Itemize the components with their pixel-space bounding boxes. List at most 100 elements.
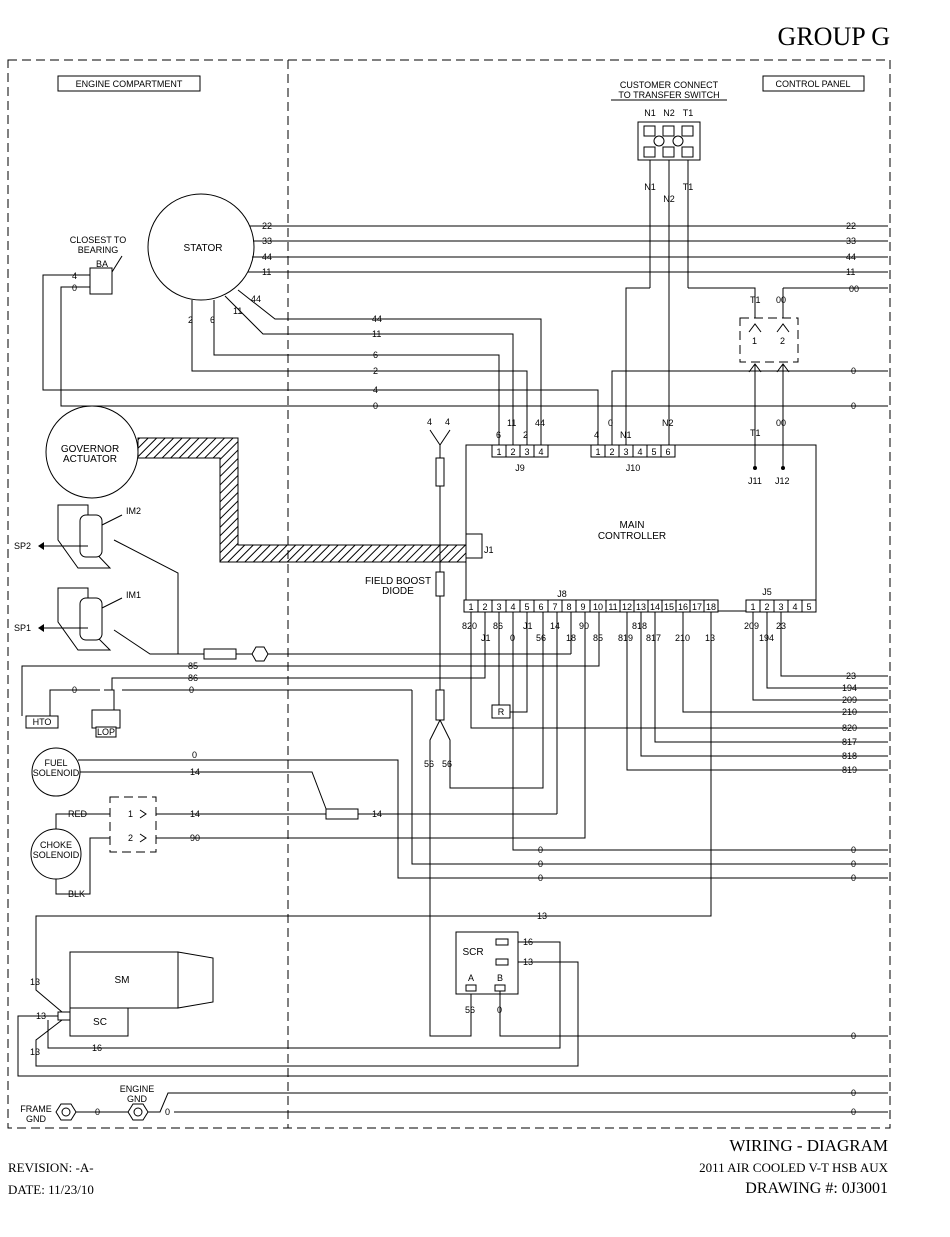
customer-terminal-block — [637, 121, 701, 161]
brush-0-label: 0 — [72, 283, 77, 293]
run-6-label: 6 — [373, 350, 378, 360]
j5-209: 209 — [744, 621, 759, 631]
pin-t1-label: T1 — [683, 108, 694, 118]
lop-label: LOP — [97, 727, 115, 737]
relay-1-label: 1 — [752, 336, 757, 346]
date-label: DATE: 11/23/10 — [8, 1182, 94, 1197]
svg-text:13: 13 — [636, 602, 646, 612]
connector-j10: 1 2 3 4 5 6 — [590, 444, 676, 458]
scr-a-label: A — [468, 973, 474, 983]
frame-gnd-label-2: GND — [26, 1114, 47, 1124]
bearing-label: BEARING — [78, 245, 119, 255]
svg-text:4: 4 — [510, 602, 515, 612]
mid-0e: 0 — [538, 873, 543, 883]
right-0e: 0 — [851, 873, 856, 883]
j9-wire-44: 44 — [535, 418, 545, 428]
right-11-label: 11 — [846, 267, 855, 277]
right-0b-label: 0 — [851, 401, 856, 411]
svg-text:1: 1 — [496, 447, 501, 457]
j9-wire-11: 11 — [507, 418, 516, 428]
right-0f: 0 — [851, 1031, 856, 1041]
ignition-ground-nut — [251, 646, 269, 662]
svg-text:2: 2 — [764, 602, 769, 612]
svg-text:17: 17 — [692, 602, 702, 612]
governor-label: GOVERNOR — [61, 444, 119, 455]
engine-compartment-box — [57, 75, 201, 92]
fuel-label-1: FUEL — [44, 758, 67, 768]
lop-0-label: 0 — [189, 685, 194, 695]
svg-text:3: 3 — [778, 602, 783, 612]
j9-label: J9 — [515, 463, 525, 473]
svg-text:1: 1 — [595, 447, 600, 457]
svg-text:9: 9 — [580, 602, 585, 612]
customer-connect-label: CUSTOMER CONNECT — [620, 80, 719, 90]
choke-connector — [109, 796, 157, 853]
drawing-number: DRAWING #: 0J3001 — [745, 1180, 888, 1197]
run-4-label: 4 — [373, 385, 378, 395]
right-33-label: 33 — [846, 236, 856, 246]
svg-text:5: 5 — [806, 602, 811, 612]
j8-label: J8 — [557, 589, 567, 599]
hto-switch — [25, 715, 59, 729]
starter-motor — [69, 951, 179, 1009]
run-11-label: 11 — [372, 329, 381, 339]
j11-label: J11 — [748, 476, 762, 486]
diode-label: DIODE — [382, 586, 414, 597]
exit-820: 820 — [842, 723, 857, 733]
transfer-switch-label: TO TRANSFER SWITCH — [618, 90, 719, 100]
stator-2-label: 2 — [188, 315, 193, 325]
stator-label: STATOR — [184, 243, 223, 254]
svg-text:14: 14 — [650, 602, 660, 612]
connector-j5: 1 2 3 4 5 — [745, 599, 817, 613]
svg-text:18: 18 — [706, 602, 716, 612]
right-44-label: 44 — [846, 252, 856, 262]
fuel-connector — [325, 808, 359, 820]
j8-j1a: J1 — [481, 633, 491, 643]
controller-label-1: MAIN — [620, 520, 645, 531]
j9-wire-2: 2 — [523, 430, 528, 440]
scr-13-label: 13 — [523, 957, 533, 967]
svg-text:6: 6 — [538, 602, 543, 612]
sc-label: SC — [93, 1017, 107, 1028]
wire-n1-label: N1 — [644, 182, 656, 192]
sc-13c-label: 13 — [30, 1047, 40, 1057]
exit-819: 819 — [842, 765, 857, 775]
controller-label-2: CONTROLLER — [598, 531, 666, 542]
relay-00-bot: 00 — [776, 418, 786, 428]
fuel-14b-label: 14 — [372, 809, 382, 819]
exit-817: 817 — [842, 737, 857, 747]
choke-1-label: 1 — [128, 809, 133, 819]
engine-gnd-label-1: ENGINE — [120, 1084, 155, 1094]
connector-j8: 1 2 3 4 5 6 7 8 9 10 11 12 13 14 15 16 1… — [463, 599, 719, 613]
stator-11-label: 11 — [262, 267, 271, 277]
pin-n2-label: N2 — [663, 108, 675, 118]
svg-text:4: 4 — [637, 447, 642, 457]
mid-0d: 0 — [538, 859, 543, 869]
svg-text:1: 1 — [468, 602, 473, 612]
svg-text:16: 16 — [678, 602, 688, 612]
right-0c: 0 — [851, 845, 856, 855]
right-0h: 0 — [851, 1107, 856, 1117]
run-2-label: 2 — [373, 366, 378, 376]
wire-85-label: 85 — [188, 661, 198, 671]
j1-label: J1 — [484, 545, 494, 555]
control-panel-label: CONTROL PANEL — [775, 79, 850, 89]
brush-4-label: 4 — [72, 271, 77, 281]
right-0d: 0 — [851, 859, 856, 869]
svg-text:2: 2 — [482, 602, 487, 612]
wire-n2-label: N2 — [663, 194, 675, 204]
scr-16-label: 16 — [523, 937, 533, 947]
j10-wire-0: 0 — [608, 418, 613, 428]
stator-44-label: 44 — [262, 252, 272, 262]
ba-label: BA — [96, 259, 108, 269]
j10-label: J10 — [626, 463, 641, 473]
stator-11b-label: 11 — [233, 306, 242, 316]
mid-0c: 0 — [538, 845, 543, 855]
wire-t1-label: T1 — [683, 182, 694, 192]
svg-text:10: 10 — [593, 602, 603, 612]
j8-13: 13 — [705, 633, 715, 643]
svg-text:7: 7 — [552, 602, 557, 612]
svg-text:8: 8 — [566, 602, 571, 612]
stator — [147, 193, 255, 301]
right-0a-label: 0 — [851, 366, 856, 376]
